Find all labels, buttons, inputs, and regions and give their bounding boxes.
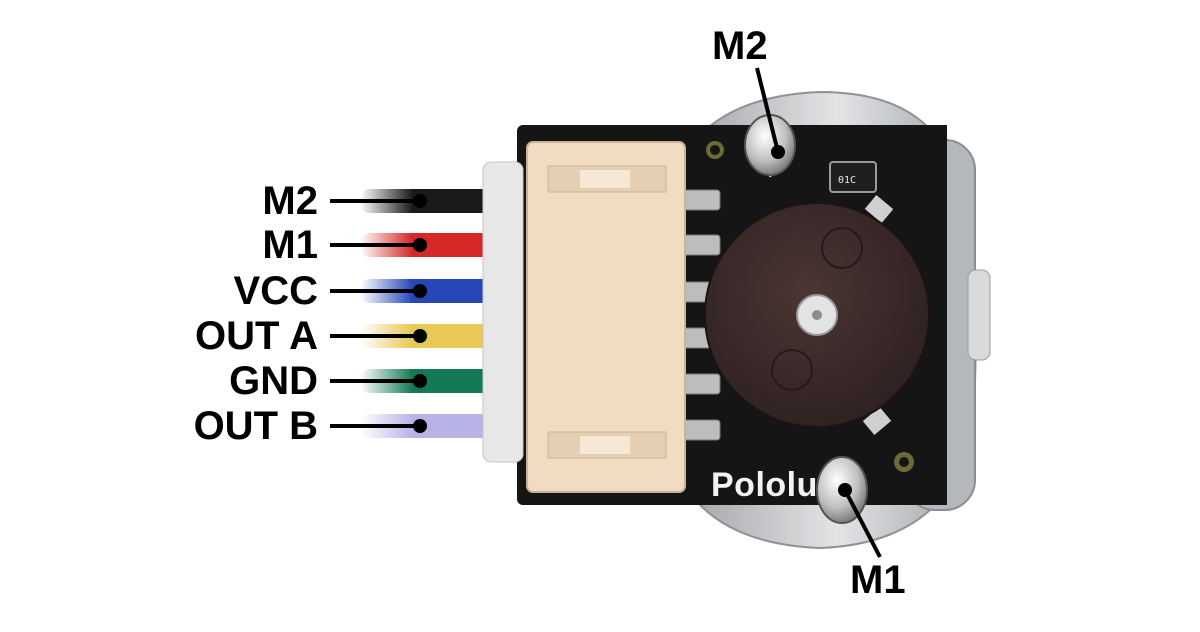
label-out-b: OUT B (193, 404, 318, 448)
label-bottom-m1: M1 (850, 558, 906, 602)
label-out-a: OUT A (195, 314, 318, 358)
label-vcc: VCC (233, 269, 318, 313)
terminal-leader-lines (755, 67, 882, 558)
wire-out-b (360, 414, 510, 438)
wire-out-a (360, 324, 510, 348)
wire-bundle (360, 189, 510, 438)
left-leader-lines (330, 194, 427, 433)
jst-connector (482, 141, 686, 493)
chip-code-text: 01C (838, 175, 857, 186)
brand-logo-text: Pololu (711, 466, 818, 504)
wire-vcc (360, 279, 510, 303)
wire-m1 (360, 233, 510, 257)
label-gnd: GND (229, 359, 318, 403)
label-m1: M1 (262, 223, 318, 267)
label-m2: M2 (262, 179, 318, 223)
label-top-m2: M2 (712, 24, 768, 68)
wire-gnd (360, 369, 510, 393)
wire-m2 (360, 189, 510, 213)
magnet-disc (704, 202, 930, 428)
